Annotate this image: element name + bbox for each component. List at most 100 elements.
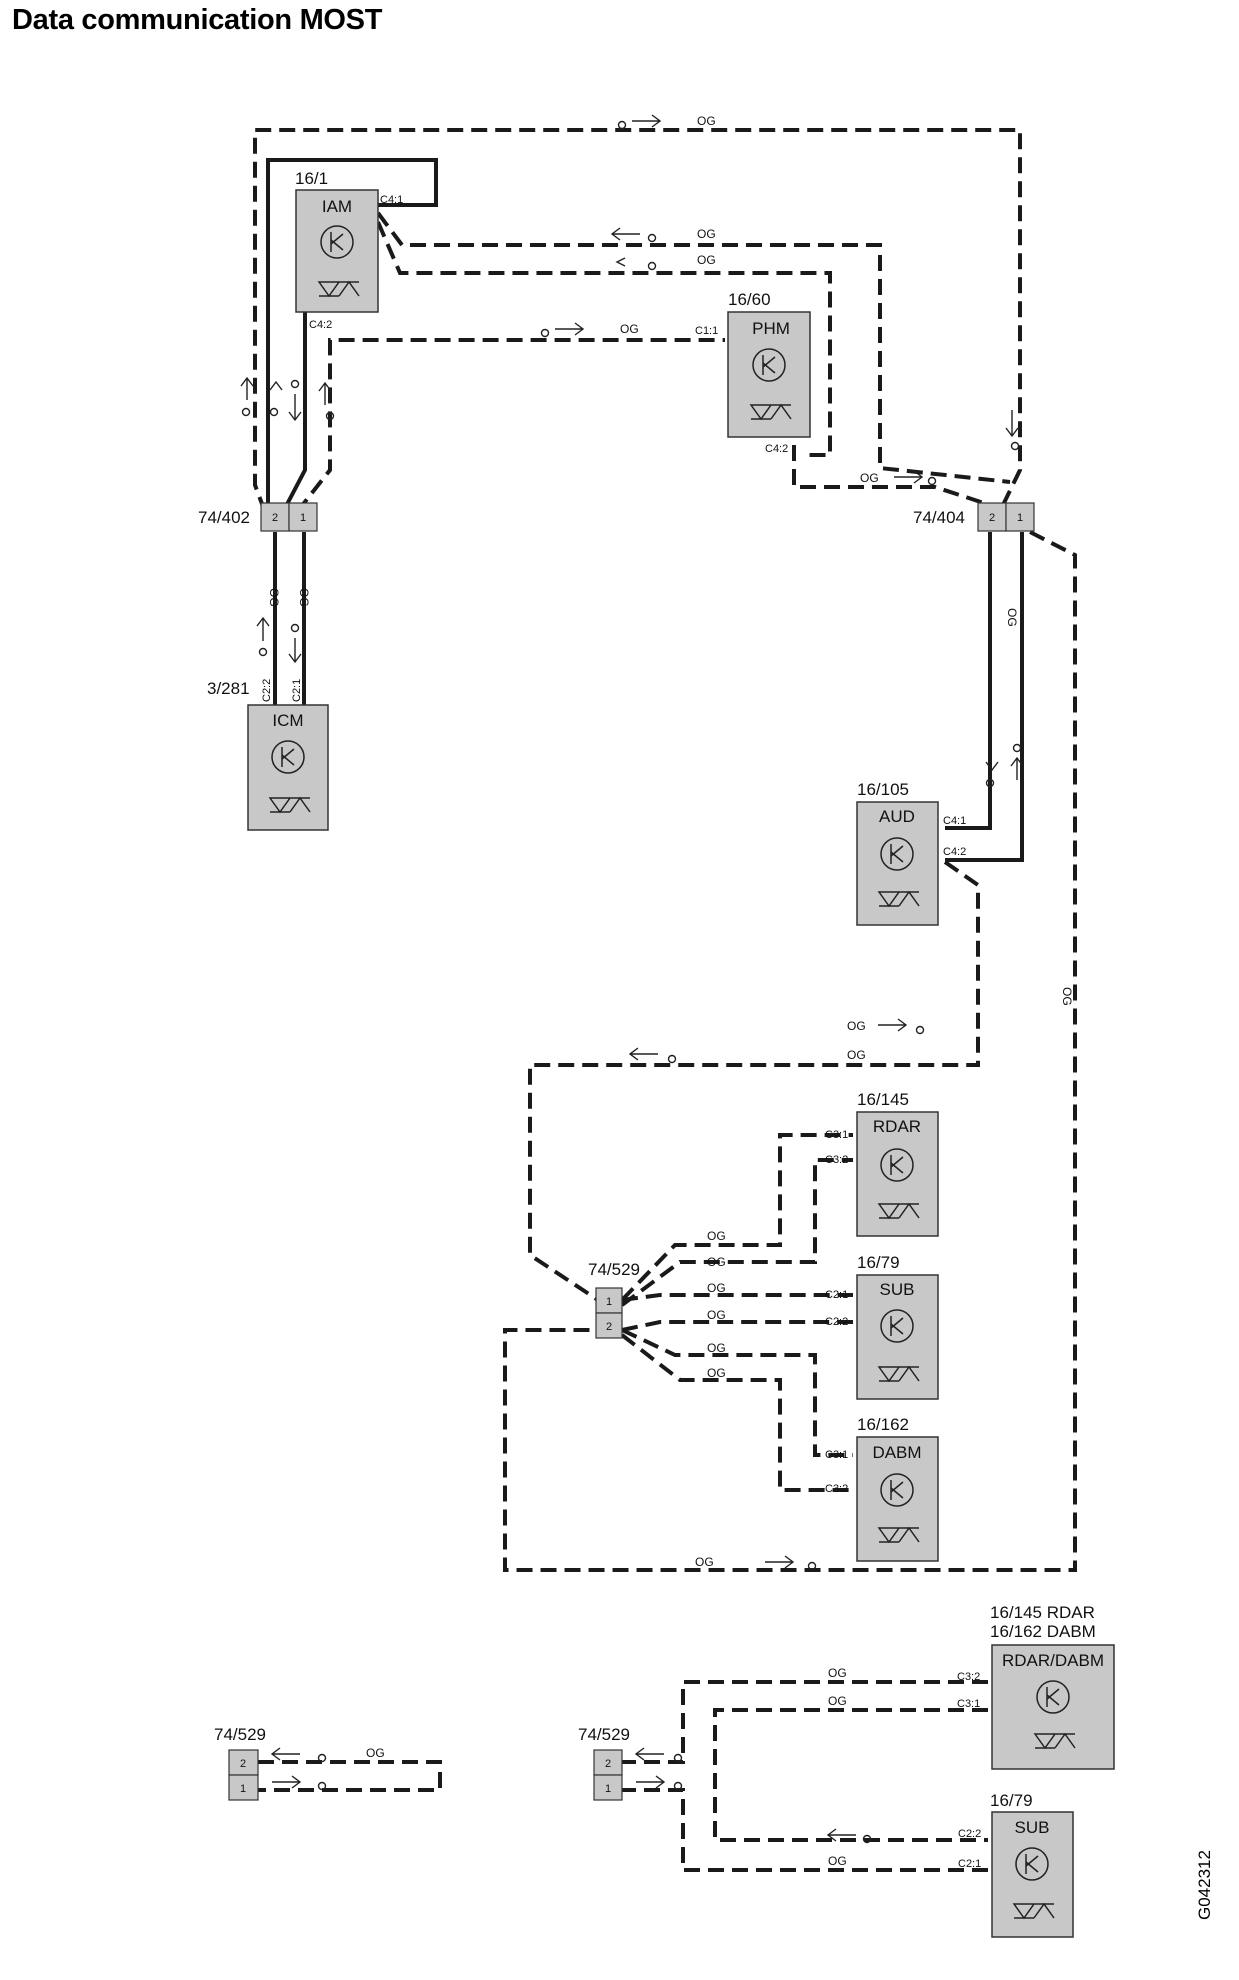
wire-label: OG bbox=[697, 253, 716, 267]
wire-529c-mid bbox=[713, 1708, 988, 1842]
module-code: 16/79 bbox=[857, 1253, 900, 1272]
module-name: PHM bbox=[752, 319, 790, 338]
optical-diode-icon bbox=[877, 1365, 920, 1383]
pin-label: C4:1 bbox=[943, 815, 966, 827]
pin-label: C1:1 bbox=[695, 325, 718, 337]
wire-529c-top bbox=[620, 1680, 988, 1764]
transceiver-icon bbox=[752, 348, 786, 382]
module-rdar-dabm: 16/145 RDAR 16/162 DABM RDAR/DABM C3:2 C… bbox=[957, 1603, 1115, 1770]
arrow-right-icon bbox=[617, 114, 662, 130]
arrow-left-icon bbox=[270, 1747, 327, 1763]
wire-iam-c42 bbox=[281, 312, 307, 513]
connector-74-402: 74/402 2 1 bbox=[198, 502, 318, 532]
connector-pin: 1 bbox=[605, 1783, 611, 1795]
connector-code: 74/529 bbox=[588, 1260, 640, 1279]
arrow-right-icon bbox=[765, 1555, 817, 1571]
module-sub-2: 16/79 SUB C2:2 C2:1 bbox=[958, 1791, 1074, 1938]
wire-404-aud-b bbox=[945, 532, 1024, 862]
connector-74-529-bridge: 74/529 2 1 bbox=[214, 1725, 266, 1801]
arrow-up-icon bbox=[269, 380, 283, 417]
wire-529-rdar-a bbox=[620, 1133, 853, 1302]
arrow-left-icon bbox=[826, 1828, 872, 1844]
pin-label: C3:1 bbox=[825, 1129, 848, 1141]
pin-label: C2:2 bbox=[825, 1316, 848, 1328]
wire-label: OG bbox=[828, 1694, 847, 1708]
module-code: 16/145 RDAR bbox=[990, 1603, 1095, 1622]
pin-label: C2:1 bbox=[958, 1858, 981, 1870]
pin-label: C2:1 bbox=[825, 1289, 848, 1301]
wire-label: OG bbox=[1005, 608, 1019, 627]
arrow-left-icon bbox=[615, 257, 657, 271]
arrow-right-icon bbox=[636, 1775, 683, 1791]
module-iam: 16/1 IAM C4:1 C4:2 bbox=[295, 169, 403, 331]
pin-label: C3:1 bbox=[825, 1449, 848, 1461]
wire-label: OG bbox=[847, 1019, 866, 1033]
module-code: 16/162 DABM bbox=[990, 1622, 1096, 1641]
wire-529b-bridge bbox=[258, 1760, 442, 1792]
connector-pin: 1 bbox=[300, 512, 306, 524]
module-sub: 16/79 SUB C2:1 C2:2 bbox=[825, 1253, 939, 1400]
wire-color-labels: OG OG OG OG OG OG OG OG OG OG OG OG OG O… bbox=[267, 114, 1074, 1868]
document-id: G042312 bbox=[1195, 1850, 1214, 1920]
pin-label: C3:2 bbox=[825, 1483, 848, 1495]
transceiver-icon bbox=[880, 1309, 914, 1343]
optical-diode-icon bbox=[877, 1202, 920, 1220]
pin-label: C2:2 bbox=[958, 1828, 981, 1840]
wire-529-sub-b bbox=[621, 1320, 853, 1332]
module-phm: 16/60 PHM C1:1 C4:2 bbox=[695, 290, 811, 455]
module-code: 16/60 bbox=[728, 290, 771, 309]
transceiver-icon bbox=[1015, 1847, 1049, 1881]
wire-iam-c41 bbox=[266, 158, 438, 512]
connector-pin: 2 bbox=[606, 1321, 612, 1333]
arrow-up-icon bbox=[240, 376, 254, 417]
connector-code: 74/529 bbox=[214, 1725, 266, 1744]
wire-label: OG bbox=[695, 1555, 714, 1569]
pin-label: C3:2 bbox=[957, 1671, 980, 1683]
module-aud: 16/105 AUD C4:1 C4:2 bbox=[856, 780, 966, 926]
module-name: RDAR bbox=[873, 1117, 921, 1136]
arrow-left-icon bbox=[610, 227, 657, 243]
module-code: 16/105 bbox=[857, 780, 909, 799]
pin-label: C4:2 bbox=[943, 846, 966, 858]
optical-diode-icon bbox=[749, 403, 792, 421]
wire-label: OG bbox=[267, 588, 281, 607]
wire-529c-bot bbox=[620, 1788, 988, 1872]
wires bbox=[253, 128, 1077, 1872]
module-name: SUB bbox=[1015, 1818, 1050, 1837]
arrow-left-icon bbox=[634, 1747, 683, 1763]
page-title: Data communication MOST bbox=[12, 4, 383, 36]
wire-529-dabm-a bbox=[621, 1328, 853, 1457]
wire-label: OG bbox=[1060, 987, 1074, 1006]
wire-label: OG bbox=[707, 1281, 726, 1295]
optical-diode-icon bbox=[877, 1526, 920, 1544]
transceiver-icon bbox=[880, 1473, 914, 1507]
module-name: IAM bbox=[322, 197, 352, 216]
optical-diode-icon bbox=[877, 890, 920, 908]
connector-pin: 1 bbox=[1017, 512, 1023, 524]
pin-label: C4:2 bbox=[765, 443, 788, 455]
pin-label: C4:1 bbox=[380, 194, 403, 206]
arrow-right-icon bbox=[272, 1775, 327, 1791]
arrow-right-icon bbox=[878, 1018, 925, 1035]
module-code: 16/1 bbox=[295, 169, 328, 188]
connector-code: 74/402 bbox=[198, 508, 250, 527]
pin-label: C2:2 bbox=[261, 679, 273, 702]
transceiver-icon bbox=[880, 1148, 914, 1182]
module-rdar: 16/145 RDAR C3:1 C3:2 bbox=[825, 1090, 939, 1237]
arrow-down-icon bbox=[1005, 410, 1020, 451]
module-name: ICM bbox=[272, 711, 303, 730]
wire-529-rdar-b bbox=[620, 1158, 853, 1307]
wire-label: OG bbox=[860, 471, 879, 485]
connector-pin: 1 bbox=[606, 1296, 612, 1308]
module-name: AUD bbox=[879, 807, 915, 826]
wire-label: OG bbox=[697, 114, 716, 128]
connector-code: 74/529 bbox=[578, 1725, 630, 1744]
wire-label: OG bbox=[847, 1048, 866, 1062]
connector-code: 74/404 bbox=[913, 508, 965, 527]
arrow-up-icon bbox=[1010, 743, 1024, 780]
wire-label: OG bbox=[707, 1341, 726, 1355]
pin-label: C4:2 bbox=[309, 319, 332, 331]
module-icm: 3/281 ICM C2:2 C2:1 bbox=[207, 679, 329, 831]
wire-402-phm bbox=[295, 338, 725, 514]
